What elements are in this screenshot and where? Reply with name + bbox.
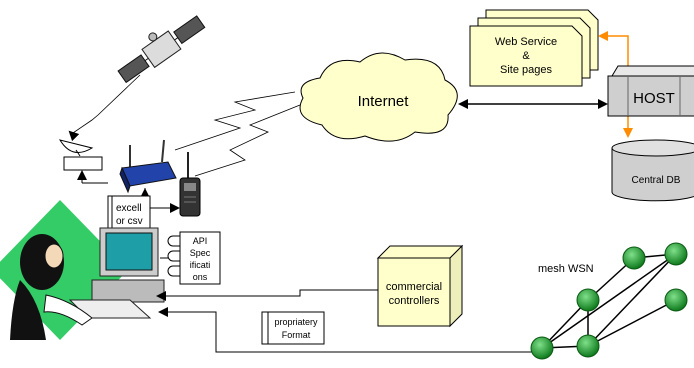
commercial-label-line2: controllers bbox=[389, 295, 440, 307]
mesh-computer-link bbox=[158, 307, 540, 353]
mesh-label: mesh WSN bbox=[538, 263, 594, 275]
web-service-pages: Web Service & Site pages bbox=[469, 9, 599, 87]
controllers-computer-link bbox=[156, 289, 378, 301]
commercial-label-line1: commercial bbox=[386, 281, 442, 293]
proprietary-label-line2: Format bbox=[282, 330, 311, 340]
web-service-label-line1: Web Service bbox=[495, 36, 557, 48]
host-label: HOST bbox=[633, 90, 675, 107]
web-service-label-line2: & bbox=[522, 50, 530, 62]
mesh-node bbox=[664, 288, 688, 312]
central-db: Central DB bbox=[611, 139, 694, 202]
web-service-label-line3: Site pages bbox=[500, 64, 552, 76]
proprietary-label-line1: propriatery bbox=[274, 317, 318, 327]
mesh-node bbox=[664, 242, 688, 266]
satellite-arrow bbox=[68, 130, 80, 142]
central-db-label: Central DB bbox=[632, 175, 681, 186]
api-specifications-box: API Spec ificati ons bbox=[167, 231, 221, 285]
proprietary-format-box: propriatery Format bbox=[261, 311, 325, 345]
internet-cloud: Internet bbox=[299, 52, 458, 142]
api-label-line1: API bbox=[193, 236, 208, 246]
excel-label-line2: or csv bbox=[116, 216, 143, 227]
satellite-dish-icon bbox=[58, 139, 108, 184]
mesh-nodes bbox=[530, 242, 688, 360]
host-server: HOST bbox=[607, 65, 694, 117]
router-icon bbox=[119, 139, 177, 194]
wireless-links bbox=[69, 74, 301, 177]
user-at-computer-icon bbox=[0, 200, 165, 340]
walkie-talkie-icon bbox=[179, 152, 201, 217]
commercial-controllers-box: commercial controllers bbox=[376, 244, 464, 328]
mesh-node bbox=[530, 336, 554, 360]
mesh-node bbox=[576, 334, 600, 358]
satellite-icon bbox=[117, 15, 206, 84]
mesh-node bbox=[576, 288, 600, 312]
api-label-line2: Spec bbox=[190, 248, 211, 258]
api-label-line4: ons bbox=[193, 272, 208, 282]
mesh-node bbox=[622, 246, 646, 270]
internet-label: Internet bbox=[358, 93, 410, 110]
api-label-line3: ificati bbox=[190, 260, 211, 270]
excel-label-line1: excell bbox=[116, 203, 142, 214]
